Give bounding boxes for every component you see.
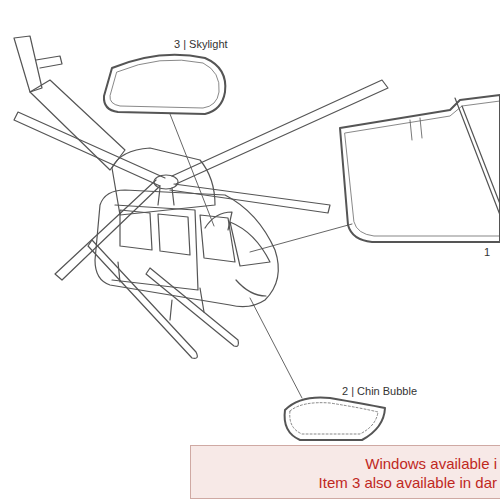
chin-bubble-window (236, 280, 266, 296)
rotor-blade (170, 184, 330, 213)
skylight-window (205, 212, 232, 230)
chin-bubble-part (285, 398, 385, 441)
windshield-part (340, 95, 500, 242)
tail-stabilizer (36, 56, 62, 68)
rotor-blade (172, 80, 388, 184)
callout-label: 2 | Chin Bubble (340, 385, 419, 398)
leader-line (250, 224, 352, 252)
skid (88, 240, 197, 358)
rotor-mast (158, 188, 174, 205)
engine-cowling (112, 148, 215, 215)
skid-strut (118, 262, 204, 320)
note-text: Windows available i (197, 454, 497, 473)
fuselage (95, 190, 278, 307)
chin-bubble-inner-edge (290, 403, 378, 434)
windshield-inner-edge (345, 101, 500, 236)
skylight-inner-edge (110, 60, 219, 108)
note-band: Windows available iItem 3 also available… (190, 445, 500, 499)
leader-line (170, 114, 214, 226)
cabin-window (158, 214, 190, 255)
leader-line (250, 298, 302, 398)
windshield-detail (410, 118, 422, 140)
windshield-divider (455, 98, 500, 215)
skid (146, 268, 239, 346)
rotor-hub (154, 175, 178, 189)
skylight-part (104, 55, 225, 114)
cabin-window (120, 210, 152, 250)
callout-label: 3 | Skylight (172, 38, 230, 51)
windshield (230, 222, 270, 266)
cabin-door (112, 205, 198, 290)
note-text: Item 3 also available in dar (197, 473, 497, 492)
tail-fin (14, 36, 42, 92)
callout-number: 1 (482, 246, 492, 259)
